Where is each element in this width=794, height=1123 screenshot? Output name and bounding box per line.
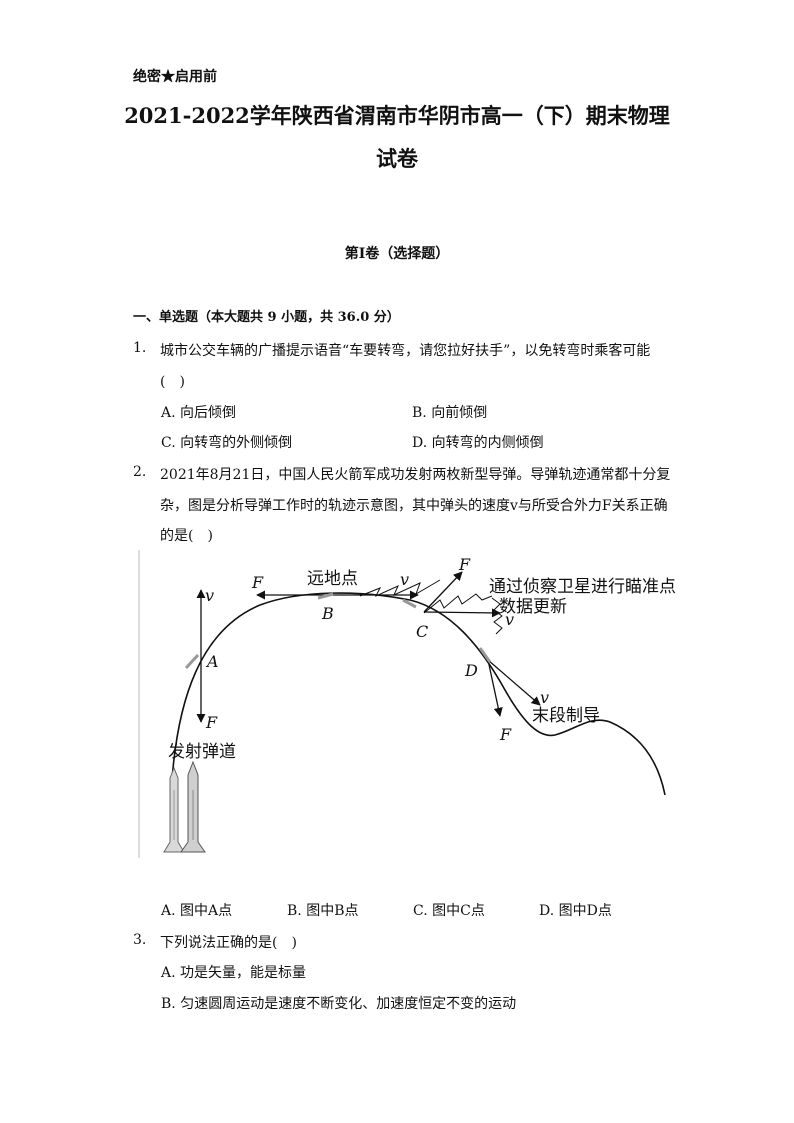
- exam-title-line1: 2021-2022学年陕西省渭南市华阴市高一（下）期末物理: [124, 103, 670, 128]
- point-c-force-arrow: [423, 571, 463, 613]
- question-2-text-line1: 2021年8月21日，中国人民火箭军成功发射两枚新型导弹。导弹轨迹通常都十分复: [160, 467, 671, 483]
- data-update-label: 数据更新: [499, 597, 567, 617]
- point-b-v-label: v: [400, 570, 409, 589]
- section-heading: 一、单选题（本大题共 9 小题，共 36.0 分）: [133, 310, 400, 325]
- trajectory-curve: [171, 592, 666, 796]
- question-1-text-line1: 城市公交车辆的广播提示语音“车要转弯，请您拉好扶手”，以免转弯时乘客可能: [160, 343, 651, 359]
- question-3-option-b: B. 匀速圆周运动是速度不断变化、加速度恒定不变的运动: [161, 996, 517, 1012]
- question-3-text-line1: 下列说法正确的是( ): [160, 935, 297, 951]
- exam-title-line2: 试卷: [376, 146, 418, 171]
- launch-trajectory-label: 发射弹道: [168, 742, 236, 762]
- point-d-force-arrow: [487, 659, 503, 717]
- point-a-label: A: [205, 652, 219, 671]
- missile-illustration: [163, 760, 206, 853]
- far-point-label: 远地点: [307, 569, 358, 589]
- question-2-option-d: D. 图中D点: [539, 903, 612, 919]
- point-d-label: D: [464, 661, 478, 680]
- point-c-label: C: [416, 622, 428, 641]
- question-2-option-c: C. 图中C点: [413, 903, 485, 919]
- question-2-option-b: B. 图中B点: [287, 903, 359, 919]
- point-b-label: B: [321, 604, 334, 623]
- point-d-marker: [478, 647, 492, 663]
- missile-trajectory-figure: v F A F 远地点 v B F 通过侦察卫星进行瞄准点 数据更新 v C D…: [138, 550, 676, 858]
- point-d-v-label: v: [540, 688, 549, 707]
- question-1-option-d: D. 向转弯的内侧倾倒: [412, 435, 544, 451]
- part-heading: 第I卷（选择题）: [344, 246, 450, 262]
- question-2-number: 2.: [133, 464, 147, 480]
- point-c-marker: [402, 598, 417, 609]
- question-1-number: 1.: [133, 340, 147, 356]
- point-c-velocity-arrow: [423, 608, 501, 618]
- question-3-number: 3.: [133, 932, 147, 948]
- confidential-mark: 绝密★启用前: [133, 69, 217, 85]
- terminal-guidance-label: 末段制导: [532, 706, 600, 726]
- point-c-f-label: F: [458, 555, 471, 574]
- point-b-f-label: F: [251, 573, 264, 592]
- point-b-marker: [317, 592, 334, 600]
- signal-zigzag-2: [423, 593, 493, 614]
- question-1-option-a: A. 向后倾倒: [161, 405, 237, 421]
- question-2-text-line3: 的是( ): [160, 528, 213, 544]
- question-1-option-b: B. 向前倾倒: [412, 405, 488, 421]
- signal-zigzag-3: [491, 597, 503, 635]
- satellite-label: 通过侦察卫星进行瞄准点: [489, 577, 676, 597]
- point-a-f-label: F: [205, 713, 218, 732]
- question-2-option-a: A. 图中A点: [161, 903, 233, 919]
- point-a-v-label: v: [205, 586, 214, 605]
- question-1-text-line2: ( ): [160, 374, 185, 390]
- point-d-f-label: F: [499, 725, 512, 744]
- point-c-v-label: v: [505, 610, 514, 629]
- question-1-option-c: C. 向转弯的外侧倾倒: [161, 435, 293, 451]
- point-d-velocity-arrow: [487, 659, 541, 706]
- question-2-text-line2: 杂，图是分析导弹工作时的轨迹示意图，其中弹头的速度v与所受合外力F关系正确: [160, 498, 668, 514]
- signal-zigzag-1: [359, 579, 441, 598]
- point-a-marker: [184, 653, 200, 670]
- question-3-option-a: A. 功是矢量，能是标量: [161, 965, 307, 981]
